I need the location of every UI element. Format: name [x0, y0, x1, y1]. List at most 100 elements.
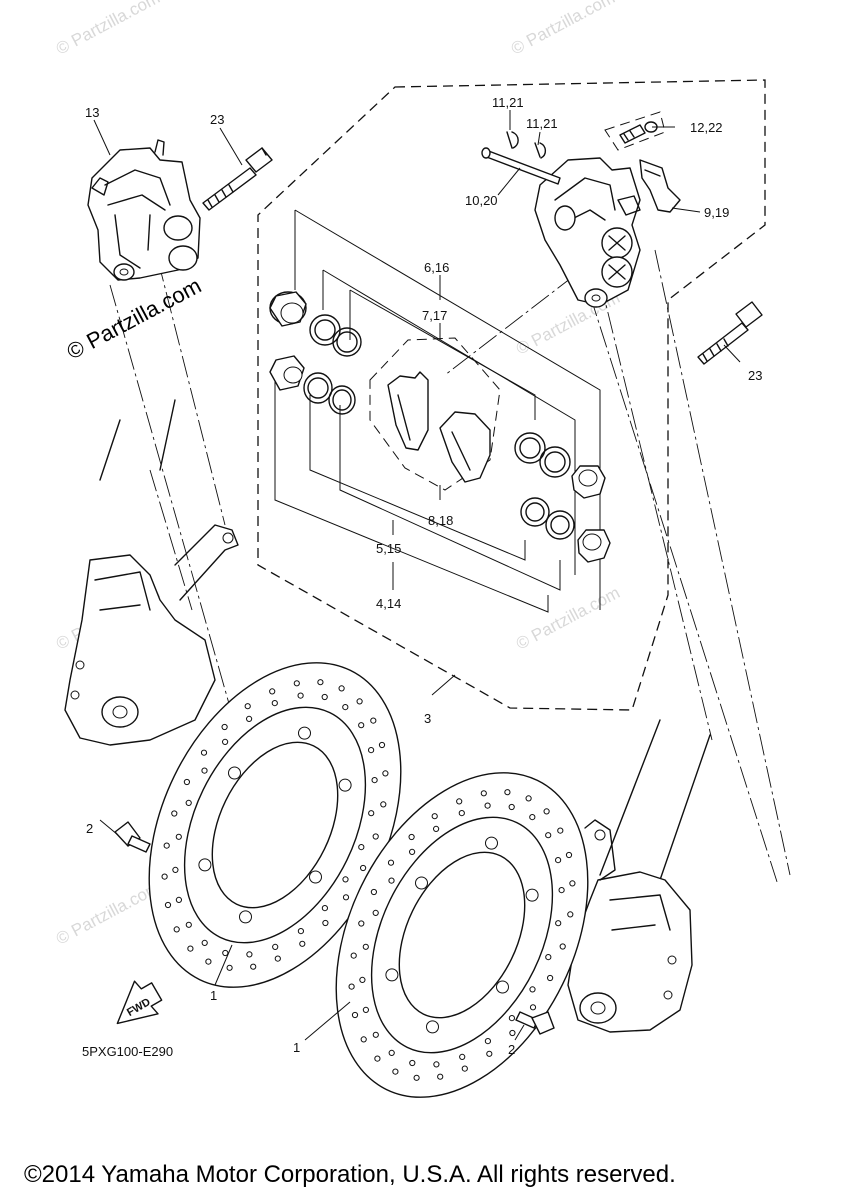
caliper-bolt-left [202, 147, 273, 211]
disc-drill-hole [356, 698, 363, 705]
disc-drill-hole [559, 943, 566, 950]
left-caliper-assembly [87, 139, 201, 281]
disc-drill-hole [555, 857, 562, 864]
disc-drill-hole [461, 1065, 468, 1072]
callout-1-right: 1 [293, 1040, 300, 1055]
disc-drill-hole [269, 688, 276, 695]
disc-drill-hole [409, 848, 416, 856]
disc-drill-hole [508, 1015, 515, 1022]
disc-drill-hole [382, 770, 389, 777]
disc-drill-hole [360, 864, 367, 872]
disc-drill-hole [378, 741, 386, 749]
disc-drill-hole [171, 810, 178, 817]
caliper-kit-enclosure [257, 79, 766, 711]
disc-drill-hole [374, 1055, 381, 1062]
right-fork-leg [567, 719, 711, 1033]
disc-drill-hole [484, 1038, 491, 1045]
disc-drill-hole [322, 919, 329, 927]
callout-4-14: 4,14 [376, 596, 401, 611]
disc-drill-hole [372, 833, 379, 840]
disc-drill-hole [458, 810, 465, 817]
disc-drill-hole [185, 921, 192, 928]
disc-drill-hole [555, 920, 562, 927]
caliper-bolt-right [697, 301, 763, 365]
watermark-main: © Partzilla.com [63, 273, 206, 365]
disc-drill-hole [338, 685, 345, 692]
seal-kit-brackets [274, 209, 601, 613]
disc-drill-hole [271, 700, 278, 707]
disc-drill-hole [350, 952, 357, 959]
disc-drill-hole [342, 876, 349, 883]
disc-drill-hole [317, 679, 324, 686]
pin-clips [506, 131, 547, 159]
callout-2-right: 2 [508, 1042, 515, 1057]
disc-rivet [485, 836, 498, 850]
disc-drill-hole [362, 943, 369, 950]
disc-drill-hole [351, 1011, 359, 1019]
drawing-code: 5PXG100-E290 [82, 1044, 173, 1059]
disc-drill-hole [172, 866, 179, 874]
callout-11-21-b: 11,21 [526, 116, 558, 131]
disc-drill-hole [388, 1049, 395, 1057]
disc-drill-hole [200, 749, 208, 756]
disc-drill-hole [183, 778, 190, 786]
disc-drill-hole [433, 825, 440, 833]
disc-drill-hole [342, 894, 350, 901]
disc-drill-hole [321, 905, 328, 912]
disc-drill-hole [558, 887, 565, 894]
callout-23-right: 23 [748, 368, 762, 383]
disc-drill-hole [293, 680, 300, 687]
disc-drill-hole [413, 1074, 420, 1081]
callout-12-22: 12,22 [690, 120, 723, 135]
disc-rivet [338, 778, 352, 792]
disc-drill-hole [387, 859, 395, 866]
disc-rivet [496, 980, 509, 994]
disc-drill-hole [222, 949, 229, 957]
disc-rivet [415, 876, 428, 890]
disc-drill-hole [370, 888, 377, 896]
disc-drill-hole [187, 945, 194, 952]
disc-drill-hole [201, 939, 208, 947]
disc-rivet [309, 870, 322, 884]
disc-rivet [385, 968, 399, 982]
disc-drill-hole [173, 926, 180, 933]
disc-drill-hole [529, 986, 536, 993]
disc-drill-hole [567, 911, 574, 918]
disc-drill-hole [380, 801, 387, 808]
disc-drill-hole [163, 842, 170, 849]
disc-drill-hole [545, 832, 552, 839]
disc-drill-hole [205, 958, 212, 965]
disc-drill-hole [358, 844, 365, 851]
disc-rivet [426, 1020, 439, 1034]
bleed-screw [604, 111, 666, 151]
disc-drill-hole [221, 723, 228, 731]
disc-drill-hole [409, 1059, 416, 1067]
disc-drill-hole [299, 940, 306, 947]
forward-direction-arrow: FWD [116, 980, 163, 1025]
disc-drill-hole [456, 798, 463, 805]
disc-drill-hole [358, 722, 365, 729]
disc-drill-hole [547, 974, 554, 982]
disc-bolt-left [114, 821, 151, 853]
disc-rivet [298, 726, 311, 740]
disc-drill-hole [529, 1004, 537, 1011]
callout-13: 13 [85, 105, 99, 120]
disc-drill-hole [484, 802, 491, 809]
disc-drill-hole [246, 715, 253, 723]
disc-drill-hole [459, 1053, 466, 1061]
callout-6-16: 6,16 [424, 260, 449, 275]
disc-drill-hole [368, 810, 375, 817]
disc-drill-hole [543, 808, 550, 815]
disc-drill-hole [370, 717, 377, 724]
disc-drill-hole [508, 803, 515, 811]
disc-drill-hole [486, 1050, 493, 1057]
callout-23-left: 23 [210, 112, 224, 127]
disc-drill-hole [569, 880, 576, 887]
disc-drill-hole [525, 795, 532, 802]
disc-drill-hole [504, 789, 511, 796]
disc-drill-hole [360, 1036, 367, 1043]
disc-drill-hole [359, 976, 366, 984]
disc-drill-hole [371, 777, 378, 784]
callout-10-20: 10,20 [465, 193, 498, 208]
disc-drill-hole [342, 704, 349, 711]
